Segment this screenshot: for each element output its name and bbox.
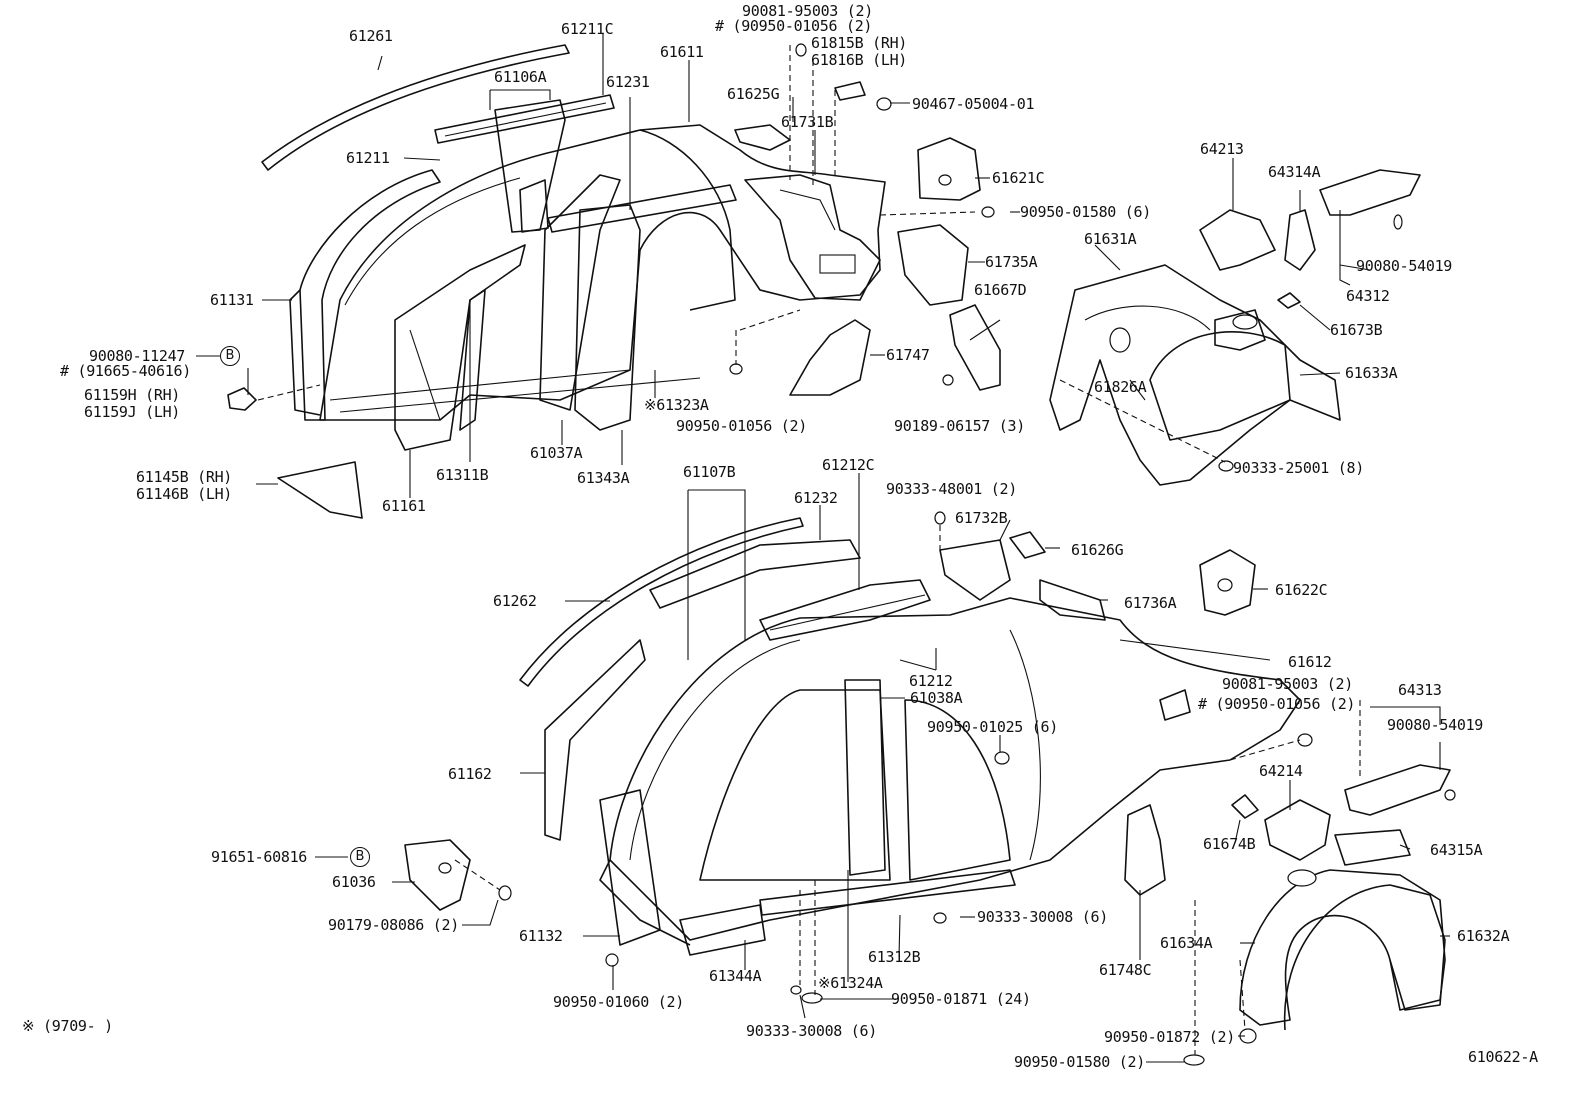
label-90333-48001: 90333-48001 (2) — [886, 480, 1017, 498]
diagram-code: 610622-A — [1468, 1048, 1538, 1066]
label-61311b: 61311B — [436, 466, 489, 484]
label-90080-54019-bot: 90080-54019 — [1387, 716, 1484, 734]
label-61633a: 61633A — [1345, 364, 1398, 382]
label-61324a: ※61324A — [818, 974, 883, 992]
label-61262: 61262 — [493, 592, 537, 610]
label-90080-54019-top: 90080-54019 — [1356, 257, 1453, 275]
label-61674b: 61674B — [1203, 835, 1256, 853]
label-64313: 64313 — [1398, 681, 1442, 699]
footnote-date-range: ※ (9709- ) — [22, 1017, 113, 1035]
label-61131: 61131 — [210, 291, 254, 309]
label-90950-01056-top: # (90950-01056 (2) — [715, 17, 873, 35]
label-90189-06157: 90189-06157 (3) — [894, 417, 1025, 435]
label-64214: 64214 — [1259, 762, 1303, 780]
label-90950-01025: 90950-01025 (6) — [927, 718, 1058, 736]
label-61261: 61261 — [349, 27, 393, 45]
label-61731b: 61731B — [781, 113, 834, 131]
label-90950-01872: 90950-01872 (2) — [1104, 1028, 1235, 1046]
label-61162: 61162 — [448, 765, 492, 783]
label-61161: 61161 — [382, 497, 426, 515]
label-61732b: 61732B — [955, 509, 1008, 527]
label-61826a: 61826A — [1094, 378, 1147, 396]
label-61159j-lh: 61159J (LH) — [84, 403, 181, 421]
label-64314a: 64314A — [1268, 163, 1321, 181]
label-61634a: 61634A — [1160, 934, 1213, 952]
label-61232: 61232 — [794, 489, 838, 507]
label-61673b: 61673B — [1330, 321, 1383, 339]
label-61816b: 61816B (LH) — [811, 51, 908, 69]
label-61343a: 61343A — [577, 469, 630, 487]
label-90467-05004-01: 90467-05004-01 — [912, 95, 1035, 113]
label-61747: 61747 — [886, 346, 930, 364]
label-61748c: 61748C — [1099, 961, 1152, 979]
label-90333-25001: 90333-25001 (8) — [1233, 459, 1364, 477]
label-61231: 61231 — [606, 73, 650, 91]
label-61626g: 61626G — [1071, 541, 1124, 559]
label-61621c: 61621C — [992, 169, 1045, 187]
label-61625g: 61625G — [727, 85, 780, 103]
label-61212c: 61212C — [822, 456, 875, 474]
label-64213: 64213 — [1200, 140, 1244, 158]
label-61036: 61036 — [332, 873, 376, 891]
label-61631a: 61631A — [1084, 230, 1137, 248]
label-90333-30008-bot: 90333-30008 (6) — [746, 1022, 877, 1040]
label-90080-11247: 90080-11247 — [89, 347, 186, 365]
label-61106a: 61106A — [494, 68, 547, 86]
label-90081-95003-bot: 90081-95003 (2) — [1222, 675, 1353, 693]
label-61211: 61211 — [346, 149, 390, 167]
label-61212: 61212 — [909, 672, 953, 690]
label-61736a: 61736A — [1124, 594, 1177, 612]
label-61815b: 61815B (RH) — [811, 34, 908, 52]
callout-b-top: B — [220, 346, 240, 366]
label-90950-01060: 90950-01060 (2) — [553, 993, 684, 1011]
label-61612: 61612 — [1288, 653, 1332, 671]
label-61037a: 61037A — [530, 444, 583, 462]
label-61038a: 61038A — [910, 689, 963, 707]
label-90179-08086: 90179-08086 (2) — [328, 916, 459, 934]
label-61632a: 61632A — [1457, 927, 1510, 945]
label-61312b: 61312B — [868, 948, 921, 966]
label-61107b: 61107B — [683, 463, 736, 481]
label-64312: 64312 — [1346, 287, 1390, 305]
label-61344a: 61344A — [709, 967, 762, 985]
label-91665-40616: # (91665-40616) — [60, 362, 191, 380]
label-90950-01580-2: 90950-01580 (2) — [1014, 1053, 1145, 1071]
label-61146b-lh: 61146B (LH) — [136, 485, 233, 503]
label-61132: 61132 — [519, 927, 563, 945]
label-61667d: 61667D — [974, 281, 1027, 299]
label-90333-30008-mid: 90333-30008 (6) — [977, 908, 1108, 926]
label-61323a: ※61323A — [644, 396, 709, 414]
label-90950-01056-mid: 90950-01056 (2) — [676, 417, 807, 435]
label-90950-01580-6: 90950-01580 (6) — [1020, 203, 1151, 221]
label-90950-01056-bot: # (90950-01056 (2) — [1198, 695, 1356, 713]
label-61622c: 61622C — [1275, 581, 1328, 599]
callout-b-bottom: B — [350, 847, 370, 867]
label-61159h-rh: 61159H (RH) — [84, 386, 181, 404]
label-61211c: 61211C — [561, 20, 614, 38]
label-61145b-rh: 61145B (RH) — [136, 468, 233, 486]
label-91651-60816: 91651-60816 — [211, 848, 308, 866]
label-90081-95003-top: 90081-95003 (2) — [742, 2, 873, 20]
label-61611: 61611 — [660, 43, 704, 61]
label-64315a: 64315A — [1430, 841, 1483, 859]
label-61735a: 61735A — [985, 253, 1038, 271]
label-90950-01871: 90950-01871 (24) — [891, 990, 1031, 1008]
